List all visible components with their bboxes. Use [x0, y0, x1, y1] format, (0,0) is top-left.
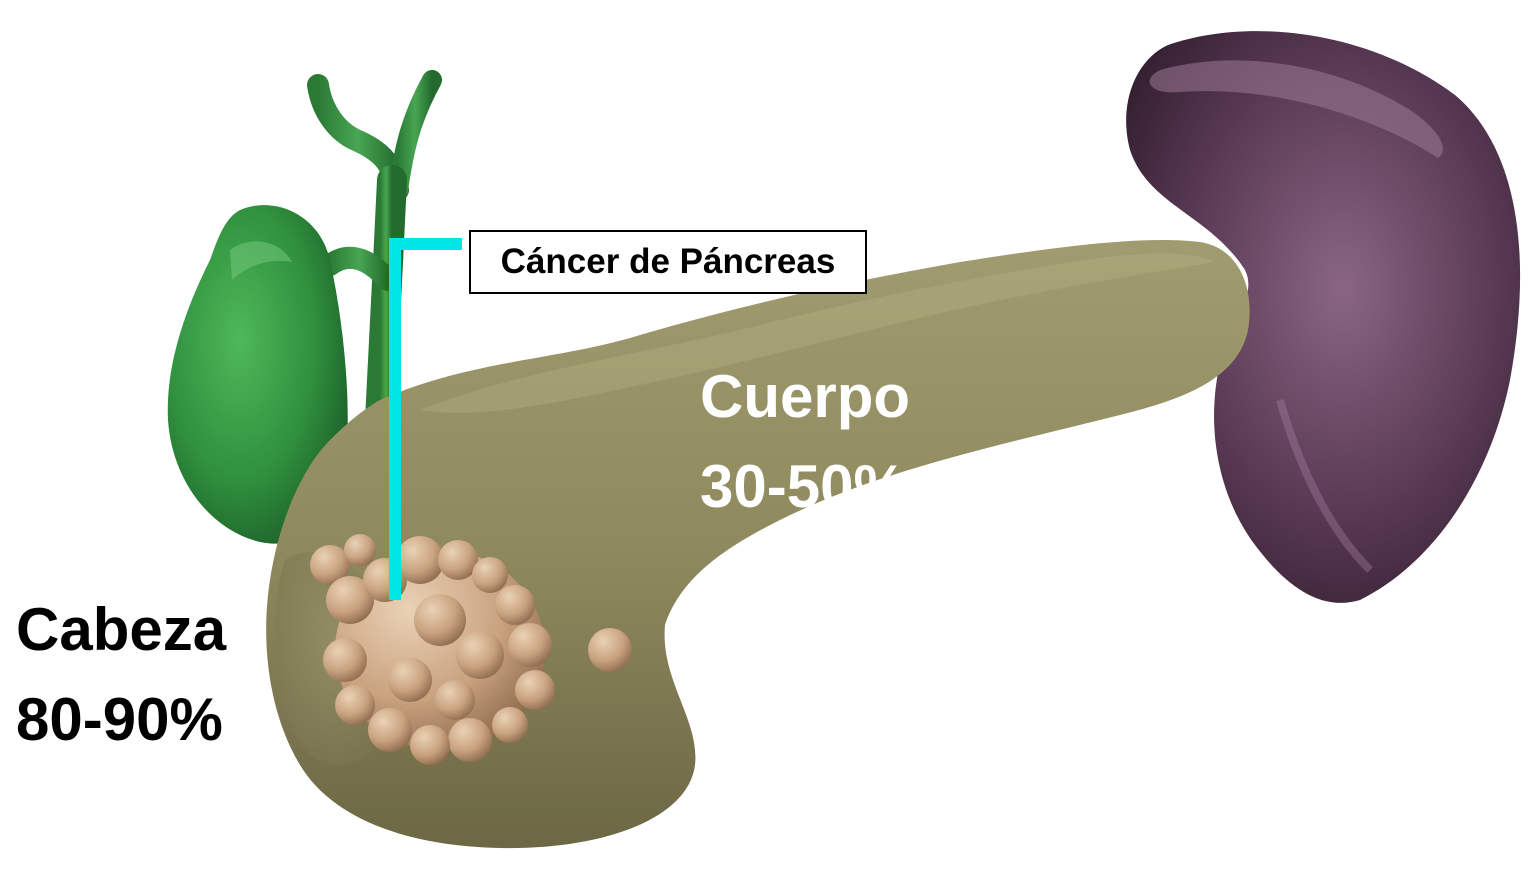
head-region-name: Cabeza [16, 585, 226, 675]
body-region-name: Cuerpo [700, 352, 910, 442]
head-region-percent: 80-90% [16, 675, 226, 765]
head-region-label: Cabeza 80-90% [16, 585, 226, 765]
body-region-label: Cuerpo 30-50% [700, 352, 910, 532]
callout-label: Cáncer de Páncreas [469, 230, 867, 294]
body-region-percent: 30-50% [700, 442, 910, 532]
